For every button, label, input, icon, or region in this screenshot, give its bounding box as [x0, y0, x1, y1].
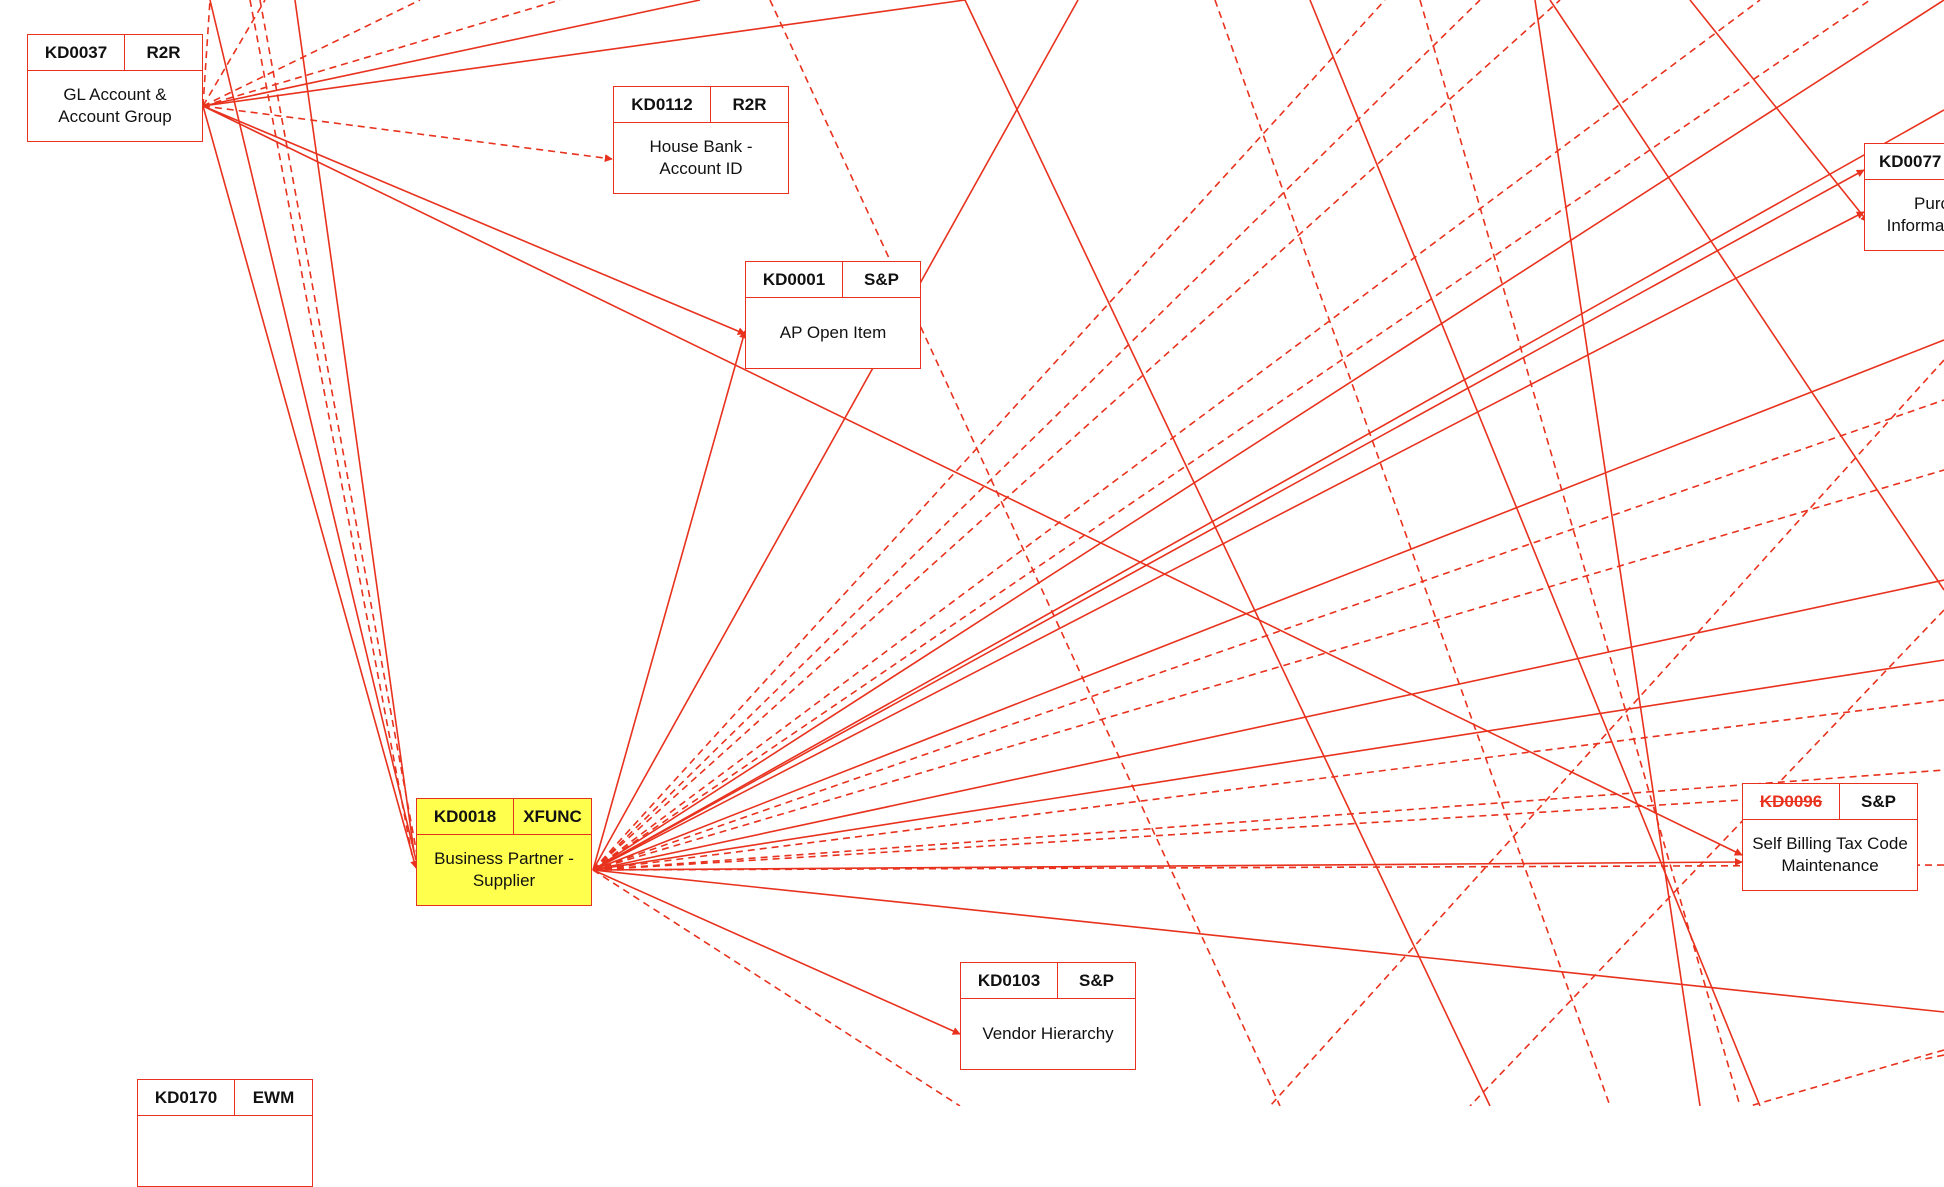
connector-line-14	[592, 330, 747, 871]
connector-line-10	[209, 0, 417, 861]
node-header: KD0170 EWM	[138, 1080, 312, 1116]
node-id: KD0103	[961, 963, 1058, 998]
node-kd0001[interactable]: KD0001 S&P AP Open Item	[745, 261, 921, 369]
node-kd0037[interactable]: KD0037 R2R GL Account & Account Group	[27, 34, 203, 142]
connector-line-38	[769, 0, 1281, 1106]
node-header: KD0112 R2R	[614, 87, 788, 123]
node-kd0096[interactable]: KD0096 S&P Self Billing Tax Code Mainten…	[1742, 783, 1918, 891]
node-area: XFUNC	[523, 806, 582, 826]
node-kd0170[interactable]: KD0170 EWM	[137, 1079, 313, 1187]
connector-line-4	[202, 0, 701, 107]
connector-line-41	[1309, 0, 1761, 1106]
connector-line-24	[592, 109, 1944, 871]
connector-line-17	[592, 0, 1481, 871]
node-kd0103[interactable]: KD0103 S&P Vendor Hierarchy	[960, 962, 1136, 1070]
node-header: KD0096 S&P	[1743, 784, 1917, 820]
node-header: KD0037 R2R	[28, 35, 202, 71]
node-label-text: AP Open Item	[779, 323, 887, 342]
node-label: Vendor Hierarchy	[961, 999, 1135, 1069]
connector-line-13	[259, 0, 419, 861]
connector-line-29	[592, 659, 1944, 871]
connector-line-33	[592, 858, 1743, 871]
connector-line-2	[202, 0, 421, 107]
node-kd0018[interactable]: KD0018 XFUNC Business Partner - Supplier	[416, 798, 592, 906]
connector-line-8	[202, 105, 1743, 856]
connector-line-37	[592, 869, 961, 1106]
node-kd0077[interactable]: KD0077 Purc Informat	[1864, 143, 1944, 251]
connector-line-0	[202, 0, 211, 107]
connector-line-16	[592, 0, 1386, 871]
relationship-lines	[202, 0, 1944, 1106]
node-id: KD0112	[614, 87, 711, 122]
node-header: KD0103 S&P	[961, 963, 1135, 999]
node-label-text: House Bank - Account ID	[649, 137, 753, 178]
node-id: KD0096	[1743, 784, 1840, 819]
connector-line-18	[592, 0, 1561, 871]
connector-line-9	[202, 105, 418, 869]
node-area: S&P	[864, 269, 899, 289]
node-label-text: Business Partner - Supplier	[434, 849, 574, 890]
connector-line-20	[592, 0, 1871, 871]
connector-line-7	[202, 105, 746, 335]
connector-line-49	[1919, 1054, 1944, 1061]
node-area: S&P	[1079, 970, 1114, 990]
connector-line-5	[202, 0, 966, 107]
connector-line-36	[592, 869, 961, 1035]
node-label: AP Open Item	[746, 298, 920, 368]
node-area: R2R	[732, 94, 767, 114]
connector-line-22	[592, 169, 1865, 871]
connector-line-12	[294, 0, 415, 853]
connector-line-42	[1419, 0, 1741, 1106]
connector-line-25	[592, 339, 1944, 871]
connector-line-26	[592, 399, 1944, 871]
connector-line-6	[202, 105, 613, 163]
connector-line-44	[1689, 0, 1869, 223]
node-area: S&P	[1861, 791, 1896, 811]
node-id: KD0077	[1865, 144, 1944, 179]
node-id: KD0001	[746, 262, 843, 297]
node-kd0112[interactable]: KD0112 R2R House Bank - Account ID	[613, 86, 789, 194]
node-label-text: GL Account & Account Group	[58, 85, 172, 126]
connector-line-3	[202, 0, 561, 107]
connector-line-15	[592, 0, 1079, 871]
connector-line-40	[1214, 0, 1611, 1106]
node-area: EWM	[252, 1087, 295, 1107]
node-label: Business Partner - Supplier	[417, 835, 591, 905]
node-label-text: Purc Informat	[1886, 194, 1944, 235]
node-id: KD0170	[138, 1080, 235, 1115]
node-label: Self Billing Tax Code Maintenance	[1743, 820, 1917, 890]
connector-line-47	[1469, 609, 1944, 1106]
connector-line-34	[592, 864, 1944, 871]
node-label-text: Vendor Hierarchy	[982, 1024, 1114, 1043]
node-label: House Bank - Account ID	[614, 123, 788, 193]
connector-line-43	[1549, 0, 1944, 591]
connector-line-27	[592, 469, 1944, 871]
connector-line-48	[1749, 1049, 1944, 1106]
node-id: KD0037	[28, 35, 125, 70]
node-label: Purc Informat	[1865, 180, 1944, 250]
node-label: GL Account & Account Group	[28, 71, 202, 141]
node-id: KD0018	[417, 799, 514, 834]
connector-line-39	[964, 0, 1491, 1106]
node-header: KD0018 XFUNC	[417, 799, 591, 835]
connector-line-30	[592, 699, 1944, 871]
node-header: KD0077	[1865, 144, 1944, 180]
connector-line-1	[202, 0, 266, 107]
connector-line-45	[1534, 0, 1701, 1106]
connector-line-23	[592, 211, 1865, 871]
node-label-text: Self Billing Tax Code Maintenance	[1752, 834, 1908, 875]
connector-line-31	[592, 769, 1944, 871]
node-label	[138, 1116, 312, 1186]
connector-line-28	[592, 579, 1944, 871]
connector-line-21	[592, 0, 1944, 871]
connector-line-19	[592, 0, 1761, 871]
node-header: KD0001 S&P	[746, 262, 920, 298]
connector-line-35	[592, 869, 1944, 1013]
node-area: R2R	[146, 42, 181, 62]
connector-line-11	[249, 0, 413, 856]
